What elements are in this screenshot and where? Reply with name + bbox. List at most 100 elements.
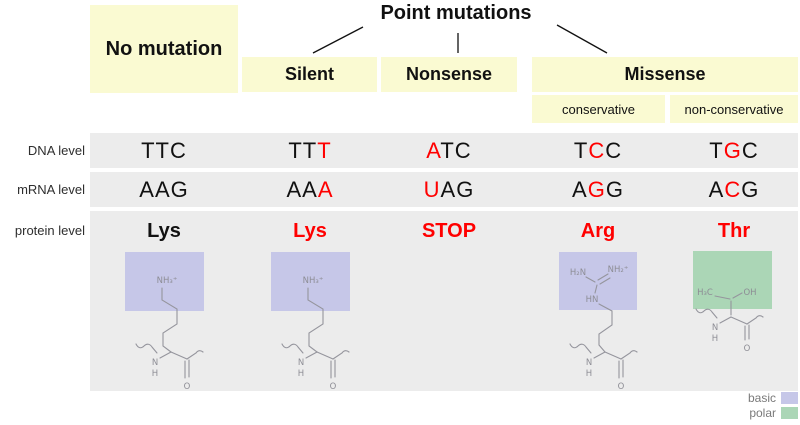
alpha-carbonyl-bond [170, 351, 188, 360]
oxygen-label: O [744, 344, 751, 354]
alpha-carbonyl-bond [604, 351, 622, 360]
protein-label-no-mutation: Lys [147, 220, 181, 242]
conservative-header: conservative [532, 95, 665, 123]
protein-label-silent: Lys [293, 220, 327, 242]
codon-letter-mutated: C [588, 138, 606, 163]
codon-letter: C [741, 138, 759, 163]
codon-letter: G [170, 177, 189, 202]
codon-letter-mutated: G [723, 138, 742, 163]
peptide-bond-squiggle [281, 343, 304, 354]
peptide-bond-squiggle [695, 308, 718, 319]
codon-letter: C [170, 138, 187, 163]
peptide-bond-squiggle [620, 350, 638, 360]
legend-label: basic [747, 391, 776, 405]
h3c-beta-bond [714, 295, 731, 300]
codon-letter: T [155, 138, 170, 163]
missense-header: Missense [532, 57, 798, 92]
codon-letter: T [302, 138, 318, 163]
codon-letter: G [456, 177, 475, 202]
codon-letter: A [440, 177, 457, 202]
codon-letter-mutated: C [724, 177, 742, 202]
hydrogen-label: H [298, 369, 304, 379]
protein-label-missense-conservative: Arg [580, 220, 616, 242]
peptide-bond-squiggle [569, 343, 592, 354]
side-chain-bonds [161, 287, 178, 353]
basic-color-swatch [781, 392, 798, 404]
mrna-row-background [90, 172, 798, 207]
page-title: Point mutations [380, 2, 532, 24]
silent-header: Silent [242, 57, 377, 92]
polar-color-swatch [781, 407, 798, 419]
codon-letter: G [605, 177, 624, 202]
protein-row-background [90, 211, 798, 391]
oxygen-label: O [330, 382, 337, 392]
protein-label-nonsense: STOP [421, 220, 477, 242]
alpha-n-bond [593, 351, 606, 359]
amine-group-label: NH₃⁺ [157, 276, 178, 286]
codon-letter: A [302, 177, 318, 202]
nitrogen-label: N [152, 358, 158, 368]
codon-letter: A [286, 177, 303, 202]
beta-oh-bond [732, 292, 743, 299]
side-chain-bonds [598, 303, 613, 353]
branch-line-missense [556, 24, 608, 54]
hn-group-label: HN [586, 295, 599, 305]
dna-codon-missense-conservative: TCC [543, 133, 653, 168]
dna-codon-missense-non-conservative: TGC [679, 133, 789, 168]
hydrogen-label: H [152, 369, 158, 379]
dna-codon-silent: TTT [255, 133, 365, 168]
dna-row-background [90, 133, 798, 168]
mrna-codon-nonsense: UAG [394, 172, 504, 207]
codon-letter: T [141, 138, 156, 163]
codon-letter-mutated: U [423, 177, 441, 202]
nitrogen-label: N [712, 323, 718, 333]
non-conservative-header: non-conservative [670, 95, 798, 123]
codon-letter: T [709, 138, 724, 163]
oxygen-label: O [618, 382, 625, 392]
c-nh2-double-bond [599, 277, 611, 285]
dna-codon-nonsense: ATC [394, 133, 504, 168]
legend-item-polar: polar [698, 406, 798, 420]
dna-row-label: DNA level [27, 143, 85, 158]
alpha-n-bond [159, 351, 172, 359]
oxygen-label: O [184, 382, 191, 392]
codon-letter: C [454, 138, 472, 163]
peptide-bond-squiggle [186, 350, 204, 360]
branch-line-silent [312, 26, 364, 54]
mrna-codon-missense-conservative: AGG [543, 172, 653, 207]
nh2-group-label: NH₂⁺ [608, 265, 629, 275]
protein-row-label: protein level [14, 223, 85, 238]
oh-group-label: OH [743, 288, 756, 298]
codon-letter: A [154, 177, 171, 202]
codon-letter: C [605, 138, 623, 163]
polar-highlight [693, 251, 772, 309]
peptide-bond-squiggle [332, 350, 350, 360]
nitrogen-label: N [586, 358, 592, 368]
codon-letter: T [573, 138, 589, 163]
branch-lines [312, 24, 608, 54]
codon-letter-mutated: T [317, 138, 332, 163]
side-chain-bonds [307, 287, 324, 353]
codon-letter: A [572, 177, 588, 202]
legend-item-basic: basic [698, 391, 798, 405]
alpha-carbonyl-bond [316, 351, 334, 360]
codon-letter: T [440, 138, 455, 163]
h2n-group-label: H₂N [570, 268, 586, 278]
lysine-structure: NH₃⁺ N H O [125, 252, 204, 392]
mrna-row-label: mRNA level [17, 182, 85, 197]
alpha-carbonyl-bond [730, 316, 748, 325]
mrna-codon-no-mutation: AAG [109, 172, 219, 207]
codon-letter-mutated: A [317, 177, 334, 202]
codon-letter: G [741, 177, 760, 202]
h2n-c-bond [585, 276, 596, 283]
codon-letter: T [288, 138, 303, 163]
lysine-structure: NH₃⁺ N H O [271, 252, 350, 392]
c-hn-bond [594, 284, 598, 294]
nonsense-header: Nonsense [381, 57, 517, 92]
dna-codon-no-mutation: TTC [109, 133, 219, 168]
alpha-n-bond [305, 351, 318, 359]
codon-letter-mutated: G [587, 177, 606, 202]
codon-letter: A [139, 177, 155, 202]
nitrogen-label: N [298, 358, 304, 368]
